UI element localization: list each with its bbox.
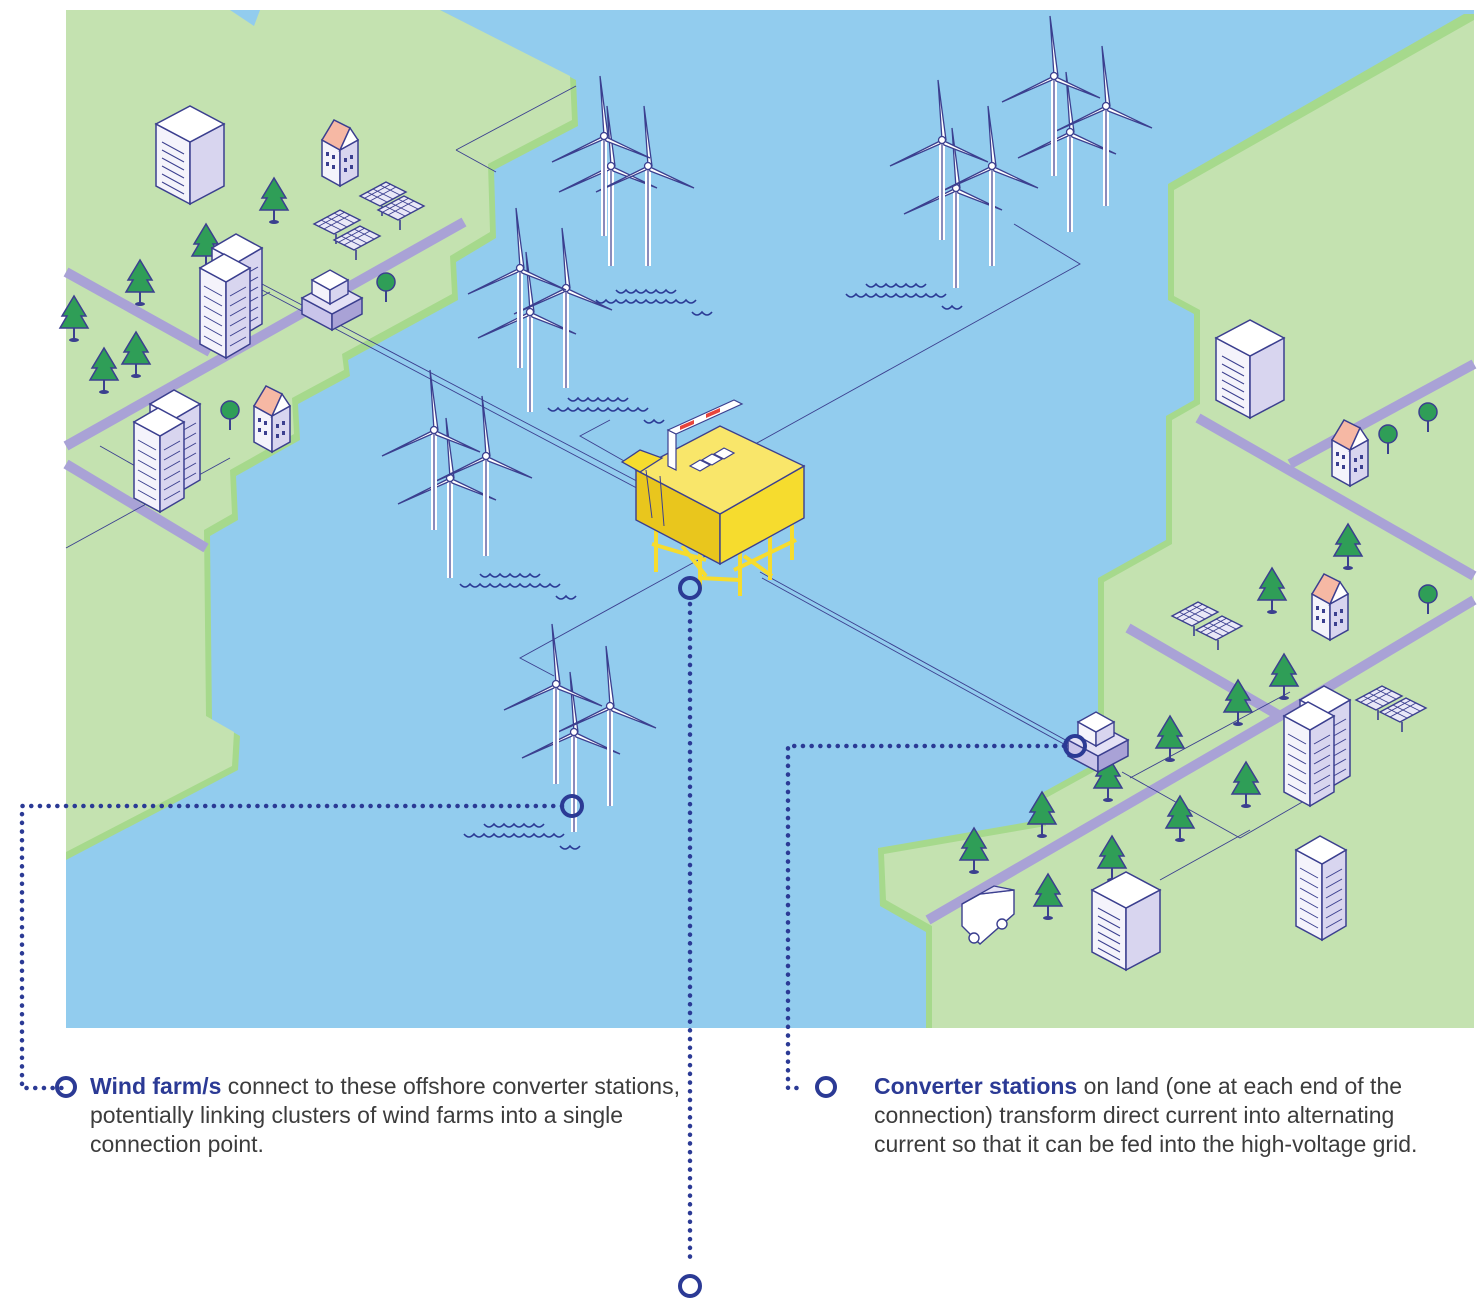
callout-marker-icon [1063,734,1087,758]
wind-farm-caption-text: connect to these offshore converter stat… [90,1073,680,1157]
land-left [66,10,578,860]
roads [63,217,1477,925]
callout-marker-icon [815,1076,837,1098]
wind-farm-caption: Wind farm/s connect to these offshore co… [90,1072,690,1159]
callout-line-converter [785,743,1067,1091]
converter-stations-caption-text: on land (one at each end of the connecti… [874,1073,1418,1157]
callout-markers [55,576,1087,1298]
converter-stations-caption: Converter stations on land (one at each … [874,1072,1434,1159]
callout-marker-icon [678,1274,702,1298]
callout-marker-icon [55,1076,77,1098]
callout-lines [19,601,1067,1267]
van-icon [961,885,1015,945]
right-land-objects [959,319,1438,971]
callout-marker-icon [678,576,702,600]
wind-farm-caption-term: Wind farm/s [90,1073,222,1099]
offshore-platform-icon [620,399,806,596]
converter-stations-caption-term: Converter stations [874,1073,1078,1099]
callout-marker-icon [560,794,584,818]
callout-line-wind-farm [19,803,565,1091]
